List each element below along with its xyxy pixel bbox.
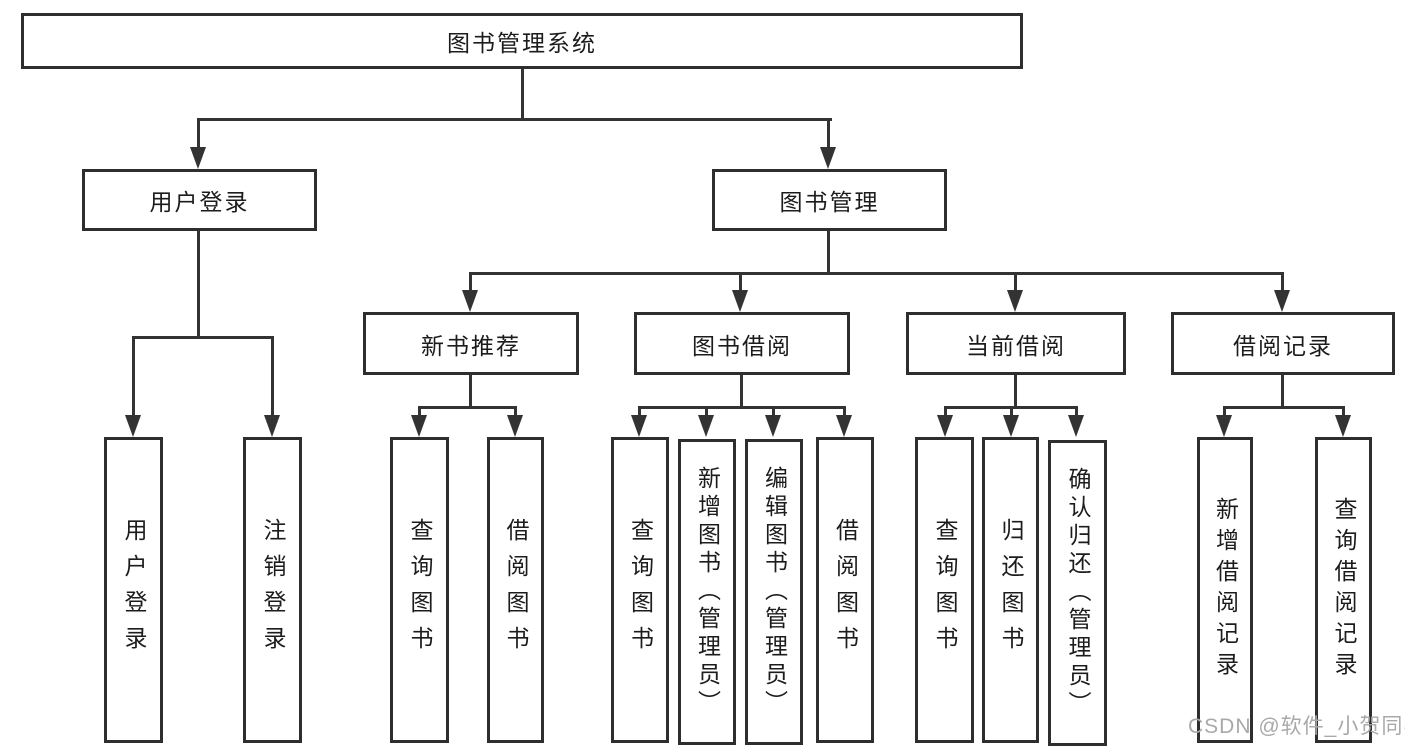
- arrow-down-icon: [1003, 415, 1019, 437]
- connector-line: [521, 69, 524, 118]
- arrow-down-icon: [125, 415, 141, 437]
- connector-line: [1223, 406, 1344, 409]
- node-new-book-recommend: 新书推荐: [363, 312, 579, 375]
- connector-line: [1281, 375, 1284, 406]
- leaf-query-books-2: 查询图书: [611, 437, 669, 743]
- connector-line: [197, 118, 200, 148]
- connector-line: [1010, 406, 1013, 416]
- leaf-logout: 注销登录: [243, 437, 302, 743]
- arrow-down-icon: [732, 290, 748, 312]
- arrow-down-icon: [1007, 290, 1023, 312]
- arrow-down-icon: [1068, 415, 1084, 437]
- node-library-system: 图书管理系统: [21, 13, 1023, 69]
- connector-line: [418, 406, 421, 416]
- connector-line: [827, 231, 830, 272]
- arrow-down-icon: [507, 415, 523, 437]
- leaf-confirm-return-admin: 确认归还（管理员）: [1048, 440, 1107, 746]
- arrow-down-icon: [1335, 415, 1351, 437]
- connector-line: [1281, 272, 1284, 290]
- connector-line: [469, 272, 472, 290]
- csdn-watermark: CSDN @软件_小贺同学: [1188, 715, 1405, 738]
- arrow-down-icon: [190, 147, 206, 169]
- leaf-query-books-1: 查询图书: [390, 437, 449, 743]
- node-book-borrowing: 图书借阅: [634, 312, 850, 375]
- connector-line: [197, 231, 200, 336]
- leaf-borrow-books-2: 借阅图书: [816, 437, 874, 743]
- leaf-query-borrow-record: 查询借阅记录: [1315, 437, 1372, 743]
- connector-line: [739, 272, 742, 290]
- arrow-down-icon: [698, 415, 714, 437]
- leaf-query-books-3: 查询图书: [915, 437, 974, 743]
- connector-line: [638, 406, 845, 409]
- connector-line: [514, 406, 517, 416]
- connector-line: [132, 336, 135, 415]
- connector-line: [469, 375, 472, 406]
- node-current-borrowing: 当前借阅: [906, 312, 1126, 375]
- leaf-add-book-admin: 新增图书（管理员）: [678, 439, 736, 745]
- connector-line: [1014, 272, 1017, 290]
- leaf-borrow-books-1: 借阅图书: [487, 437, 544, 743]
- leaf-user-login: 用户登录: [104, 437, 163, 743]
- connector-line: [271, 336, 274, 415]
- arrow-down-icon: [264, 415, 280, 437]
- arrow-down-icon: [411, 415, 427, 437]
- arrow-down-icon: [1274, 290, 1290, 312]
- connector-line: [944, 406, 947, 416]
- arrow-down-icon: [1216, 415, 1232, 437]
- connector-line: [638, 406, 641, 416]
- connector-line: [1342, 406, 1345, 416]
- connector-line: [1223, 406, 1226, 416]
- node-book-management: 图书管理: [712, 169, 947, 231]
- arrow-down-icon: [631, 415, 647, 437]
- connector-line: [1014, 375, 1017, 406]
- arrow-down-icon: [820, 147, 836, 169]
- connector-line: [772, 406, 775, 416]
- connector-line: [843, 406, 846, 416]
- connector-line: [469, 272, 1283, 275]
- connector-line: [740, 375, 743, 406]
- leaf-add-borrow-record: 新增借阅记录: [1197, 437, 1253, 743]
- arrow-down-icon: [765, 415, 781, 437]
- connector-line: [132, 336, 274, 339]
- arrow-down-icon: [462, 290, 478, 312]
- leaf-return-book: 归还图书: [982, 437, 1039, 743]
- arrow-down-icon: [937, 415, 953, 437]
- connector-line: [418, 406, 517, 409]
- connector-line: [827, 118, 830, 148]
- connector-line: [198, 118, 832, 121]
- arrow-down-icon: [836, 415, 852, 437]
- connector-line: [705, 406, 708, 416]
- leaf-edit-book-admin: 编辑图书（管理员）: [745, 439, 803, 745]
- node-borrow-records: 借阅记录: [1171, 312, 1395, 375]
- node-user-login: 用户登录: [82, 169, 317, 231]
- connector-line: [1075, 406, 1078, 416]
